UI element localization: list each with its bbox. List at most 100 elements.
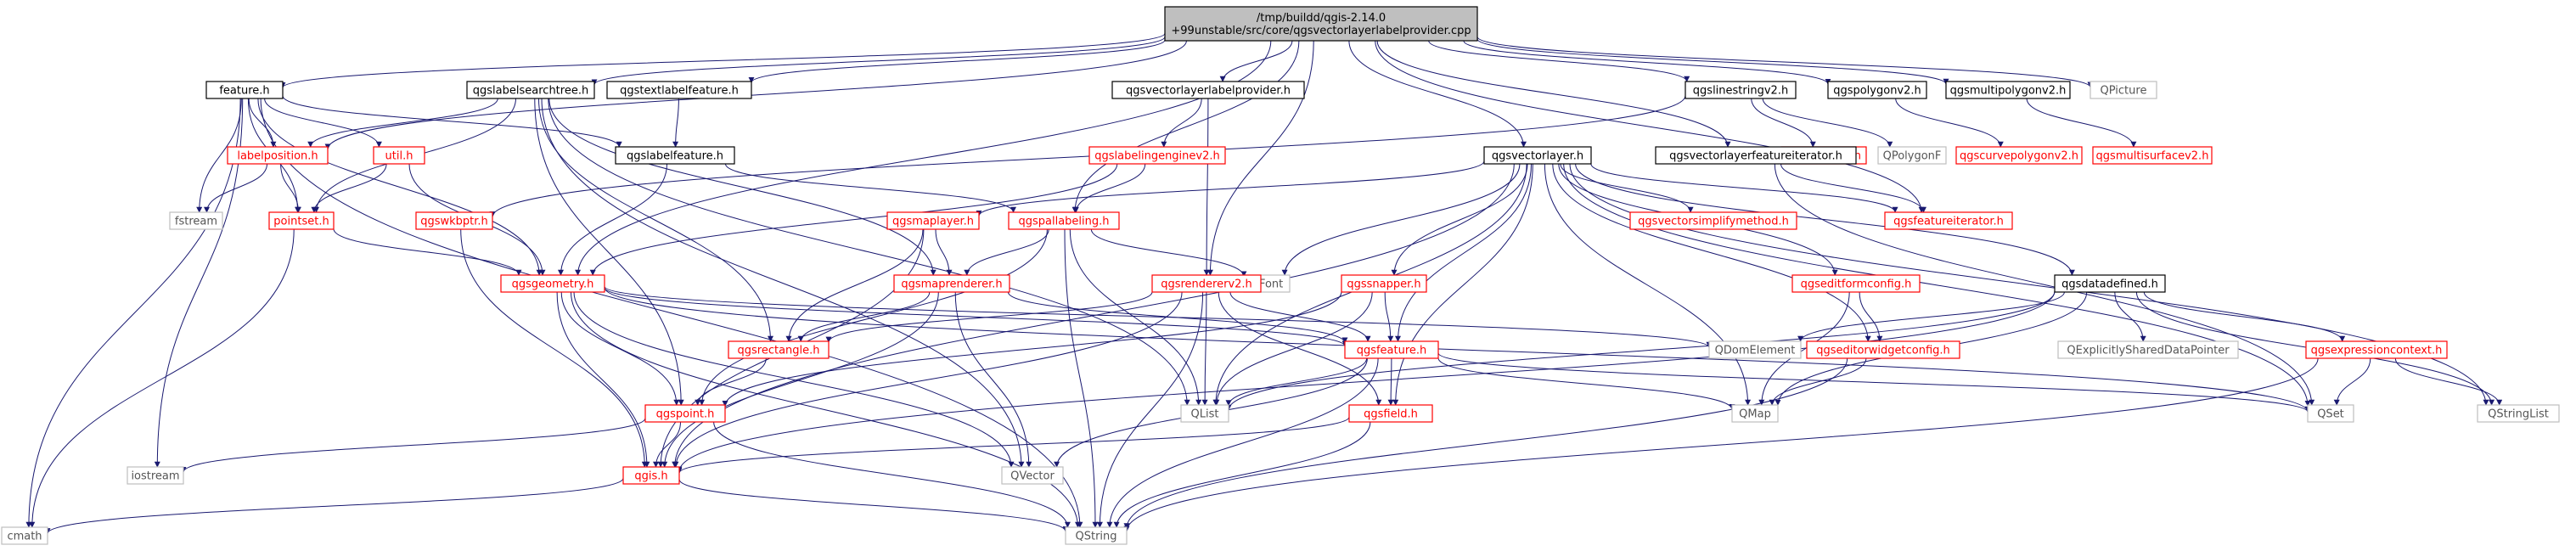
node-qgsfeature[interactable]: qgsfeature.h [1344, 340, 1439, 359]
edge-root-to-linestring [1428, 40, 1690, 82]
node-label: qgsvectorlayer.h [1492, 150, 1583, 163]
node-label: qgsfield.h [1364, 408, 1418, 421]
node-label: qgsdatadefined.h [2061, 278, 2158, 291]
edge-feature-to-cmath [25, 98, 241, 528]
node-maplayer[interactable]: qgsmaplayer.h [886, 211, 980, 230]
node-box [466, 81, 595, 99]
node-labelsearchtree[interactable]: qgslabelsearchtree.h [466, 81, 595, 99]
node-label: qgsvectorlayerfeatureiterator.h [1669, 150, 1842, 163]
edge-vllabelprovider-to-labelingengine [1161, 98, 1202, 148]
node-vlfeatureiterator[interactable]: qgsvectorlayerfeatureiterator.h [1655, 146, 1857, 165]
edge-root-to-rendererv2 [1206, 40, 1314, 276]
edge-qgis-to-qstring [678, 479, 1069, 532]
node-util[interactable]: util.h [373, 146, 425, 165]
node-label: pointset.h [273, 216, 329, 228]
node-multisurface[interactable]: qgsmultisurfacev2.h [2092, 146, 2213, 165]
node-qset: QSet [2307, 404, 2354, 423]
node-box [1884, 211, 2013, 230]
node-label: qgstextlabelfeature.h [620, 85, 739, 98]
node-box [1111, 81, 1305, 99]
node-polygon[interactable]: qgspolygonv2.h [1827, 81, 1927, 99]
node-snapper[interactable]: qgssnapper.h [1341, 274, 1427, 293]
edge-pointset-to-geometry [333, 228, 522, 276]
node-iostream: iostream [127, 466, 184, 485]
edge-vlfeatureiterator-to-featureiterator [1780, 163, 1926, 213]
node-editorwidgetconfig[interactable]: qgseditorwidgetconfig.h [1806, 340, 1960, 359]
edge-maprenderer-to-qgis [661, 291, 939, 468]
edge-pallabeling-to-qgspoint [699, 228, 1048, 406]
node-rectangle[interactable]: qgsrectangle.h [728, 340, 830, 359]
edge-expressioncontext-to-qset [2333, 357, 2371, 406]
edge-editformconfig-to-editorwidgetconfig [1859, 291, 1883, 342]
edge-vectorlayer-to-qset [1563, 163, 2311, 407]
node-box [1065, 526, 1128, 545]
edge-rectangle-to-qgspoint [695, 357, 767, 406]
node-qmap: QMap [1731, 404, 1779, 423]
node-vectorlayer[interactable]: qgsvectorlayer.h [1483, 146, 1592, 165]
node-label: qgslabelingenginev2.h [1094, 150, 1220, 163]
edge-maplayer-to-maprenderer [935, 228, 953, 276]
edge-qgspoint-to-qstring [713, 421, 1071, 528]
edge-labelingengine-to-geometry [589, 163, 1118, 276]
edge-maplayer-to-rectangle [785, 228, 924, 342]
node-label: qgspolygonv2.h [1833, 85, 1921, 98]
node-label: qgswkbptr.h [420, 216, 488, 228]
node-root[interactable]: /tmp/buildd/qgis-2.14.0+99unstable/src/c… [1164, 6, 1478, 42]
node-box [622, 466, 680, 485]
edge-labelposition-to-fstream [204, 163, 267, 213]
edge-qgsfield-to-qstring [1113, 421, 1371, 528]
node-editformconfig[interactable]: qgseditformconfig.h [1791, 274, 1921, 293]
node-box [1164, 6, 1478, 42]
edge-root-to-polygon [1463, 40, 1831, 85]
node-qgspoint[interactable]: qgspoint.h [644, 404, 726, 423]
edge-wkbptr-to-qgis [460, 228, 648, 468]
node-labelingengine[interactable]: qgslabelingenginev2.h [1088, 146, 1226, 165]
node-feature[interactable]: feature.h [205, 81, 284, 99]
edge-root-to-pallabeling [1071, 40, 1300, 213]
edge-feature-to-iostream [154, 98, 244, 468]
node-box [1180, 404, 1229, 423]
node-wkbptr[interactable]: qgswkbptr.h [415, 211, 493, 230]
node-featureiterator[interactable]: qgsfeatureiterator.h [1884, 211, 2013, 230]
edge-root-to-vlfeatureiterator [1376, 40, 1731, 148]
node-linestring[interactable]: qgslinestringv2.h [1685, 81, 1797, 99]
node-label: qgsvectorsimplifymethod.h [1638, 216, 1789, 228]
node-box [1483, 146, 1592, 165]
node-label: qgsexpressioncontext.h [2311, 345, 2443, 357]
node-pallabeling[interactable]: qgspallabeling.h [1008, 211, 1120, 230]
edge-datadefined-to-qgis [676, 290, 2056, 473]
node-qpolygonf: QPolygonF [1877, 146, 1947, 165]
node-datadefined[interactable]: qgsdatadefined.h [2054, 274, 2166, 293]
node-labelposition[interactable]: labelposition.h [227, 146, 329, 165]
edge-pallabeling-to-qstring [1064, 228, 1099, 528]
node-geometry[interactable]: qgsgeometry.h [500, 274, 605, 293]
node-simplifymethod[interactable]: qgsvectorsimplifymethod.h [1629, 211, 1797, 230]
node-labelfeature[interactable]: qgslabelfeature.h [615, 146, 735, 165]
edge-linestring-to-curvev2 [1751, 98, 1816, 148]
node-box [1341, 274, 1427, 293]
node-pointset[interactable]: pointset.h [268, 211, 335, 230]
edge-root-to-labelsearchtree [591, 36, 1166, 86]
node-curvepolygon[interactable]: qgscurvepolygonv2.h [1955, 146, 2083, 165]
edge-feature-to-labelposition [248, 98, 277, 148]
node-label: cmath [7, 531, 42, 543]
edge-datadefined-to-expressioncontext [2143, 291, 2346, 342]
edge-vectorlayer-to-featureiterator [1590, 163, 1898, 213]
node-expressioncontext[interactable]: qgsexpressioncontext.h [2305, 340, 2448, 359]
node-rendererv2[interactable]: qgsrendererv2.h [1151, 274, 1262, 293]
node-box [1827, 81, 1927, 99]
node-label: qgsmultisurfacev2.h [2096, 150, 2209, 163]
node-box [1, 526, 48, 545]
node-maprenderer[interactable]: qgsmaprenderer.h [893, 274, 1010, 293]
edge-labelfeature-to-pallabeling [725, 163, 1016, 213]
node-textlabelfeature[interactable]: qgstextlabelfeature.h [606, 81, 752, 99]
node-qgsfield[interactable]: qgsfield.h [1348, 404, 1433, 423]
edge-pointset-to-cmath [29, 228, 295, 528]
edge-geometry-to-qvector [573, 291, 1015, 468]
node-vllabelprovider[interactable]: qgsvectorlayerlabelprovider.h [1111, 81, 1305, 99]
edge-qgsfeature-to-qmap [1437, 357, 1735, 410]
node-multipolygon[interactable]: qgsmultipolygonv2.h [1945, 81, 2071, 99]
node-label: qgspoint.h [656, 408, 715, 421]
node-qgis[interactable]: qgis.h [622, 466, 680, 485]
node-label: qgsmultipolygonv2.h [1950, 85, 2067, 98]
